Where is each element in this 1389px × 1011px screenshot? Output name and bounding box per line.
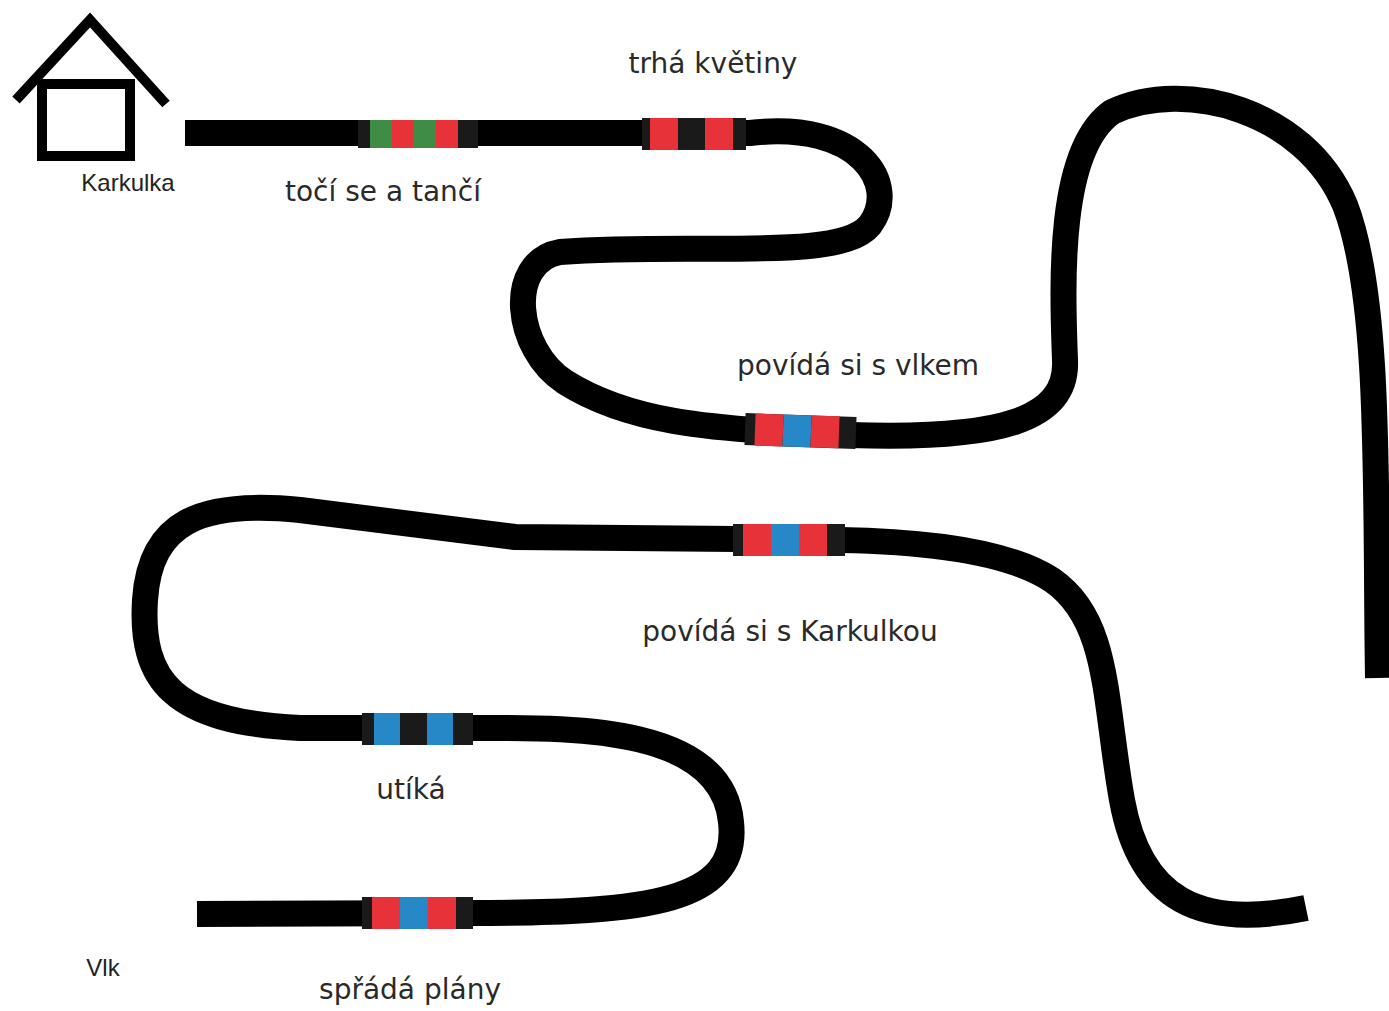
action-label: trhá květiny [629,47,798,81]
bead-end [358,120,478,148]
bead-end [642,118,746,150]
house-icon [16,20,166,156]
bead-stripe [771,524,799,556]
action-label: utíká [376,773,445,807]
bead-stripe [782,414,811,447]
character-name: Vlk [86,954,119,983]
action-label: točí se a tančí [285,175,481,209]
bead [642,118,746,150]
path-line [145,99,1378,915]
action-label: povídá si s vlkem [737,349,979,383]
bead-end [744,413,856,449]
bead-end [362,897,473,929]
bead-end [733,524,845,556]
bead-stripe [436,120,458,148]
bead-stripe [370,120,392,148]
house-wall [42,84,130,156]
bead-stripe [810,415,839,448]
bead [358,120,478,148]
bead-stripe [372,897,400,929]
bead [362,897,473,929]
action-label: spřádá plány [319,973,501,1007]
character-name: Karkulka [81,169,174,198]
bead-stripe [392,120,414,148]
bead-stripe [650,118,678,150]
path-segment [185,99,1378,678]
bead [362,713,473,745]
bead-stripe [414,120,436,148]
bead [744,413,856,449]
bead-stripe [400,897,428,929]
bead-stripe [743,524,771,556]
bead [733,524,845,556]
path-segment [145,508,1306,915]
bead-stripe [705,118,733,150]
bead-stripe [427,713,453,745]
bead-stripe [799,524,827,556]
action-label: povídá si s Karkulkou [642,615,937,649]
bead-stripe [428,897,456,929]
bead-stripe [374,713,400,745]
bead-stripe [754,413,783,446]
bead-end [362,713,473,745]
